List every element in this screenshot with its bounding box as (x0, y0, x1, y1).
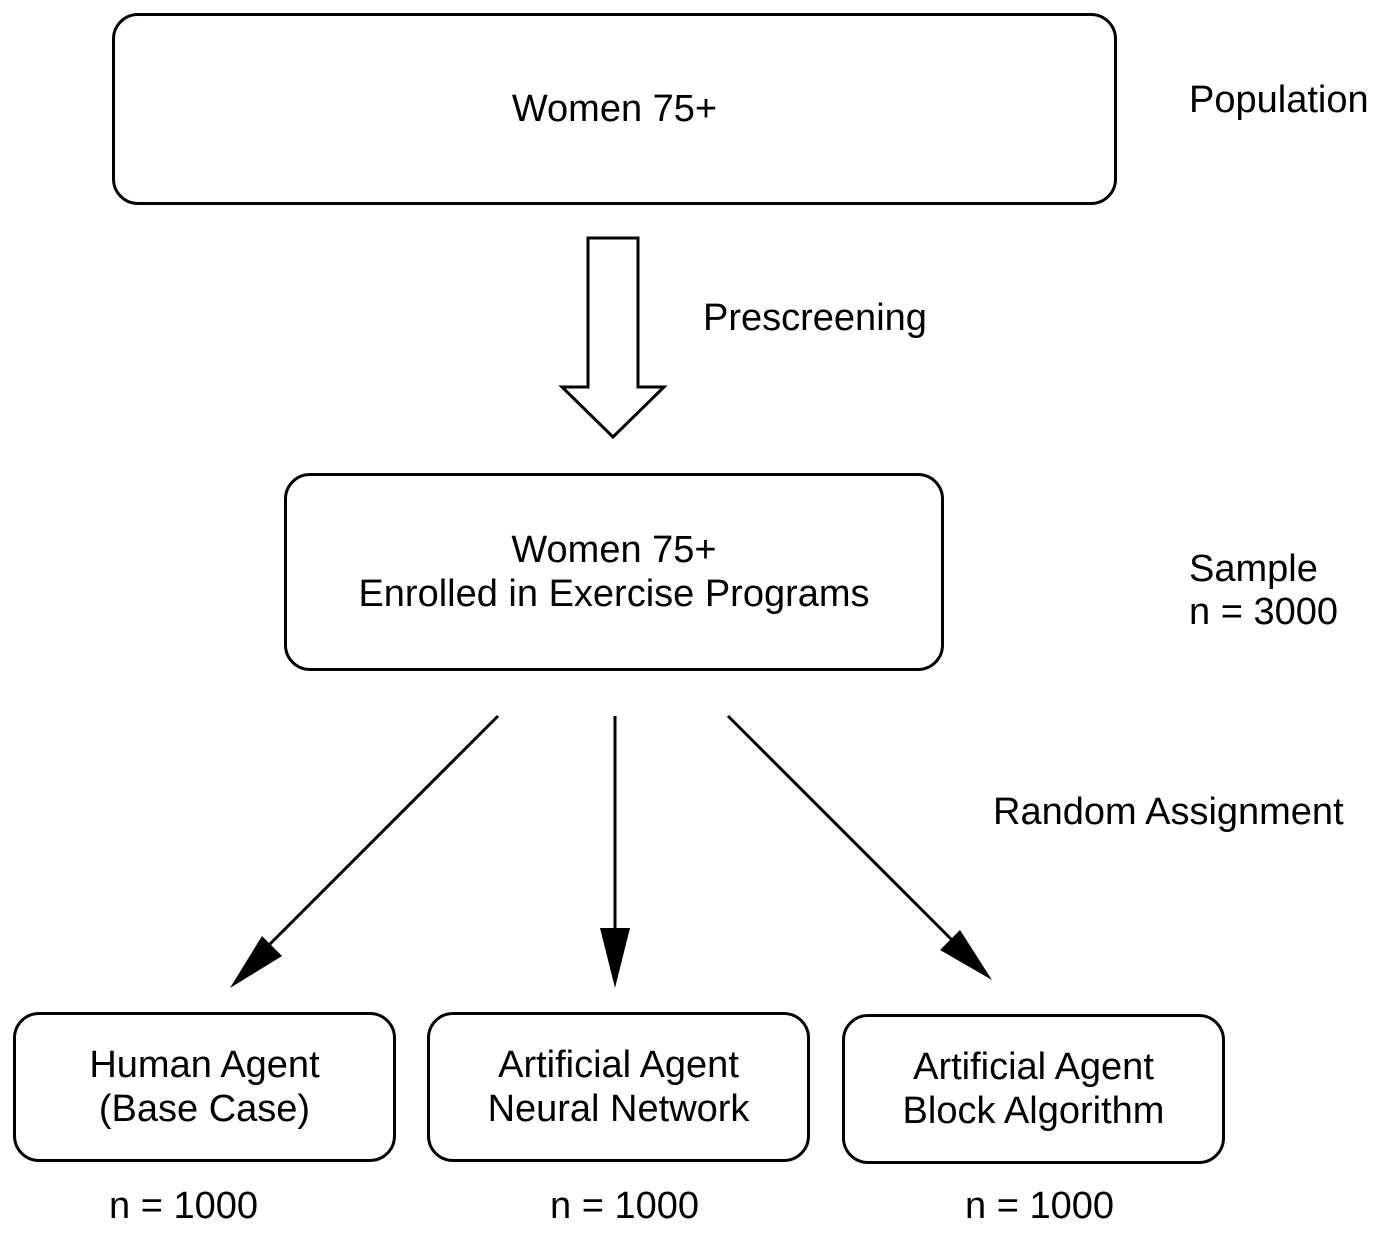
population-box: Women 75+ (112, 13, 1117, 205)
population-box-text: Women 75+ (511, 88, 718, 130)
sample-box-line1: Women 75+ (511, 529, 717, 571)
sample-label: Sample (1189, 548, 1318, 590)
neural-network-line2: Neural Network (487, 1088, 750, 1130)
neural-network-n-label: n = 1000 (550, 1185, 699, 1227)
block-algorithm-n-label: n = 1000 (965, 1185, 1114, 1227)
human-agent-line1: Human Agent (89, 1044, 320, 1086)
neural-network-box: Artificial Agent Neural Network (427, 1012, 810, 1162)
human-agent-box: Human Agent (Base Case) (13, 1012, 396, 1162)
arrow-head-neural-network (600, 928, 630, 988)
sample-n-label: n = 3000 (1189, 591, 1338, 633)
arrow-to-block-algorithm (726, 714, 962, 950)
block-algorithm-line1: Artificial Agent (913, 1046, 1154, 1088)
arrow-head-human-agent (230, 936, 282, 988)
human-agent-n-label: n = 1000 (109, 1185, 258, 1227)
neural-network-line1: Artificial Agent (498, 1044, 739, 1086)
random-assignment-label: Random Assignment (993, 791, 1344, 833)
block-algorithm-line2: Block Algorithm (902, 1090, 1165, 1132)
sample-box-line2: Enrolled in Exercise Programs (358, 573, 870, 615)
arrow-to-human-agent (260, 714, 500, 954)
prescreening-label: Prescreening (703, 297, 927, 339)
block-algorithm-box: Artificial Agent Block Algorithm (842, 1014, 1225, 1164)
population-label: Population (1189, 79, 1369, 121)
prescreening-arrow (558, 236, 668, 440)
arrow-head-block-algorithm (940, 930, 992, 980)
sample-box: Women 75+ Enrolled in Exercise Programs (284, 473, 944, 671)
human-agent-line2: (Base Case) (98, 1088, 311, 1130)
